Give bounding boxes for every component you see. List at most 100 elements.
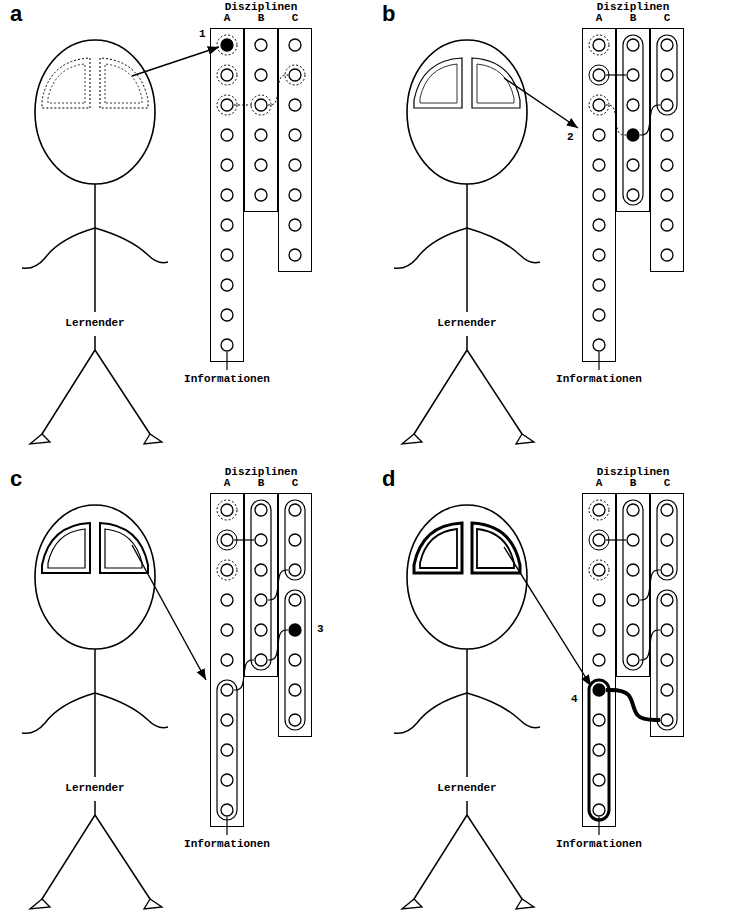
discipline-column: B	[244, 28, 278, 212]
information-circle	[221, 309, 233, 321]
information-circle	[593, 69, 605, 81]
information-circle	[593, 654, 605, 666]
figure-label: Lernender	[407, 317, 527, 330]
information-circle	[661, 39, 673, 51]
callout-number: 2	[567, 131, 574, 144]
panel-letter: d	[382, 467, 395, 491]
information-circle	[661, 564, 673, 576]
information-circle	[593, 504, 605, 516]
figure-label: Lernender	[35, 317, 155, 330]
brain-region	[414, 523, 462, 573]
column-heading: C	[279, 477, 311, 490]
information-circle	[661, 249, 673, 261]
group-outline	[657, 500, 677, 580]
information-circle	[661, 129, 673, 141]
information-circle	[221, 219, 233, 231]
information-circle	[661, 624, 673, 636]
information-circle	[593, 534, 605, 546]
information-circle	[255, 69, 267, 81]
column-heading: A	[211, 477, 243, 490]
brain-region	[477, 64, 514, 103]
axis-title: Disziplinen	[572, 1, 694, 14]
group-halo	[217, 500, 237, 520]
brain-region	[42, 523, 90, 573]
body-line	[466, 649, 468, 777]
callout-number: 3	[317, 623, 324, 636]
group-halo	[217, 560, 237, 580]
information-label: Informationen	[167, 373, 287, 386]
panel-illustration	[394, 35, 677, 444]
axis-title: Disziplinen	[200, 1, 322, 14]
body-line	[22, 693, 95, 733]
information-circle	[255, 564, 267, 576]
body-line	[22, 228, 95, 268]
information-circle	[627, 69, 639, 81]
information-circle	[661, 99, 673, 111]
information-circle	[593, 39, 605, 51]
information-circle	[593, 339, 605, 351]
body-line	[95, 693, 168, 728]
active-information	[627, 129, 639, 141]
body-line	[94, 649, 96, 777]
group-outline	[285, 500, 305, 580]
information-circle	[255, 654, 267, 666]
information-circle	[627, 39, 639, 51]
information-circle	[593, 564, 605, 576]
information-circle	[289, 99, 301, 111]
information-circle	[661, 69, 673, 81]
information-circle	[221, 69, 233, 81]
information-circle	[289, 594, 301, 606]
discipline-column: B	[616, 28, 650, 212]
information-circle	[661, 159, 673, 171]
information-circle	[289, 564, 301, 576]
column-heading: A	[583, 477, 615, 490]
leader-line	[598, 352, 599, 370]
foot	[516, 434, 534, 444]
information-circle	[627, 159, 639, 171]
information-circle	[289, 654, 301, 666]
foot	[144, 899, 162, 909]
information-circle	[221, 159, 233, 171]
information-circle	[627, 624, 639, 636]
body-line	[42, 801, 95, 899]
information-circle	[593, 714, 605, 726]
discipline-column: C	[650, 28, 684, 272]
information-circle	[221, 129, 233, 141]
body-line	[414, 336, 467, 434]
active-information	[289, 624, 301, 636]
information-circle	[627, 654, 639, 666]
information-circle	[593, 744, 605, 756]
head-outline	[35, 40, 155, 184]
information-circle	[221, 804, 233, 816]
active-information	[593, 684, 605, 696]
information-circle	[255, 594, 267, 606]
information-circle	[593, 774, 605, 786]
group-halo	[589, 560, 609, 580]
information-circle	[627, 189, 639, 201]
information-circle	[593, 99, 605, 111]
group-outline	[657, 35, 677, 115]
column-heading: C	[651, 477, 683, 490]
information-circle	[221, 714, 233, 726]
body-line	[94, 184, 96, 312]
information-circle	[255, 624, 267, 636]
group-outline	[623, 500, 643, 670]
brain-region	[42, 58, 90, 108]
information-circle	[661, 714, 673, 726]
callout-number: 1	[199, 28, 206, 41]
learner-figure	[394, 40, 540, 444]
group-halo	[589, 35, 609, 55]
information-circle	[255, 534, 267, 546]
body-line	[414, 801, 467, 899]
head-outline	[407, 40, 527, 184]
information-circle	[221, 504, 233, 516]
axis-title: Disziplinen	[200, 466, 322, 479]
discipline-column: C	[278, 493, 312, 737]
information-circle	[221, 684, 233, 696]
figure-label: Lernender	[407, 782, 527, 795]
information-circle	[593, 249, 605, 261]
information-circle	[627, 534, 639, 546]
information-circle	[289, 249, 301, 261]
column-heading: A	[583, 12, 615, 25]
